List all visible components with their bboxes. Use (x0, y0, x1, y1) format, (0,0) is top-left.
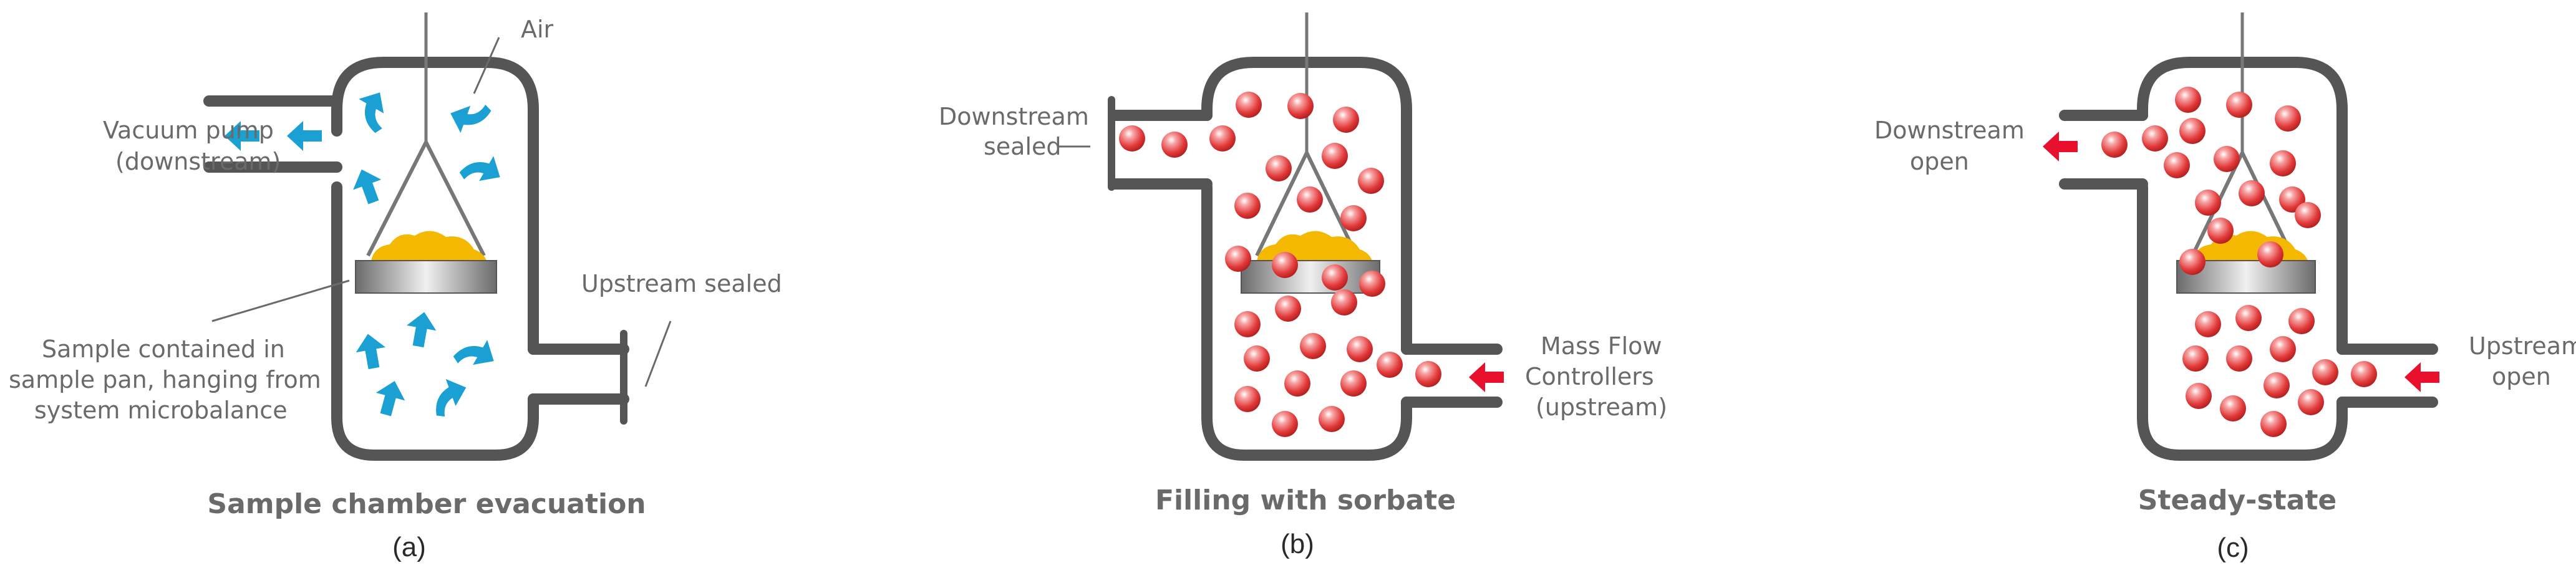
panel-b-caption: (b) (1281, 529, 1314, 559)
panel-b-title: Filling with sorbate (1155, 484, 1456, 516)
label-air: Air (521, 16, 554, 43)
label-sample-line3: system microbalance (34, 397, 288, 424)
downstream-port (2059, 110, 2148, 190)
label-upstream-line2: open (2492, 363, 2551, 390)
label-mfc-line1: Mass Flow (1541, 332, 1662, 360)
sorbate-molecules (1119, 92, 1441, 437)
label-mfc-line3: (upstream) (1536, 393, 1667, 421)
inflow-arrow (1469, 362, 1504, 392)
pan-hanger (1255, 152, 1358, 257)
inflow-arrow (2404, 362, 2439, 392)
sample-pan (355, 260, 497, 294)
panel-c-title: Steady-state (2138, 484, 2336, 516)
chamber-outline (331, 57, 539, 461)
label-vacuum-line1: Vacuum pump (103, 117, 274, 144)
label-upstream-line1: Upstream (2469, 332, 2576, 360)
sample-powder (1257, 231, 1372, 261)
panel-a-caption: (a) (392, 532, 426, 562)
label-sample-line2: sample pan, hanging from (9, 366, 321, 393)
sample-leader (211, 279, 350, 322)
panel-a-title: Sample chamber evacuation (207, 488, 646, 520)
sample-powder (371, 231, 487, 261)
panel-a: Air Vacuum pump (downstream) Upstream se… (9, 12, 782, 562)
label-downstream-line1: Downstream (939, 103, 1089, 130)
label-upstream-sealed: Upstream sealed (581, 270, 782, 297)
downstream-port (203, 95, 342, 173)
outflow-arrow (2043, 132, 2078, 161)
upstream-port (2336, 344, 2438, 408)
panel-c: Downstream open Upstream open Steady-sta… (1874, 12, 2576, 563)
label-downstream-line1: Downstream (1874, 117, 2025, 144)
label-downstream-line2: sealed (984, 133, 1062, 160)
sample-pan (1241, 260, 1380, 294)
label-sample-line1: Sample contained in (42, 335, 285, 363)
upstream-port (528, 344, 629, 405)
pan-hanger (366, 141, 486, 257)
label-downstream-line2: open (1910, 148, 1969, 175)
upstream-leader (644, 320, 672, 387)
panel-c-caption: (c) (2217, 532, 2249, 563)
label-vacuum-line2: (downstream) (115, 148, 281, 175)
panel-b: Downstream sealed Mass Flow Controllers … (939, 12, 1667, 559)
downstream-port (1108, 110, 1213, 190)
upstream-port (1401, 344, 1503, 408)
label-mfc-line2: Controllers (1525, 363, 1654, 390)
air-leader (473, 37, 500, 94)
